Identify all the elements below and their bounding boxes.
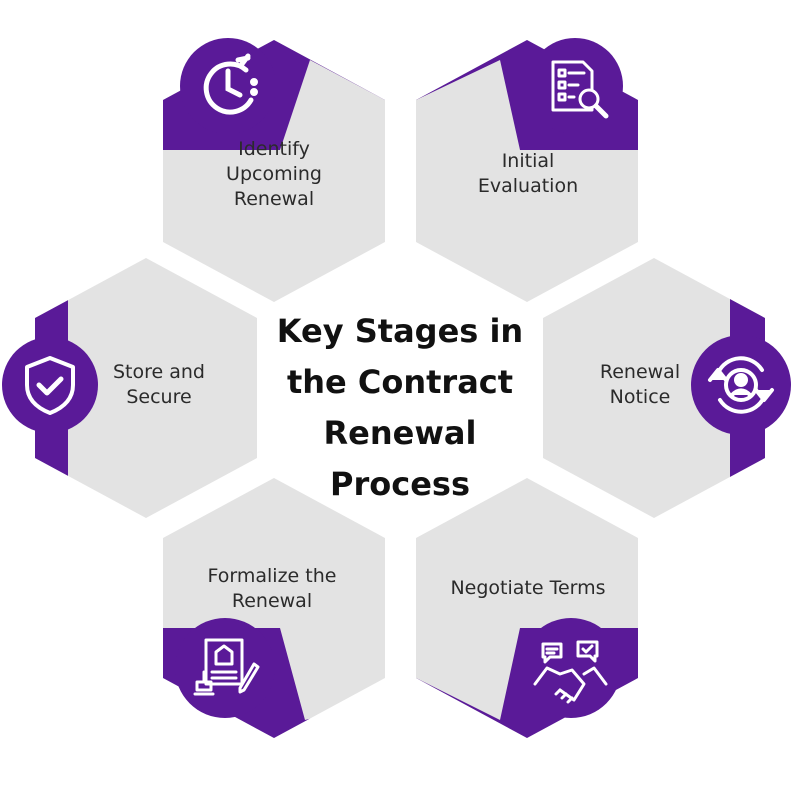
stage-label-line: Renewal <box>233 188 315 210</box>
stage-label-line: Formalize the <box>207 565 337 587</box>
stage-label-line: Renewal <box>599 361 681 383</box>
icon-badge-formalize <box>175 618 275 718</box>
stage-formalize <box>163 478 385 738</box>
hexagon-notice <box>543 258 765 518</box>
stage-label-line: Initial <box>501 150 555 172</box>
icon-badge-store <box>2 337 98 433</box>
title-line: the Contract <box>286 363 514 401</box>
title-line: Key Stages in <box>276 312 524 350</box>
stage-label-line: Store and <box>112 361 205 383</box>
stage-label-line: Renewal <box>231 590 313 612</box>
stage-label-notice: Renewal Notice <box>545 360 735 410</box>
stage-label-identify: Identify Upcoming Renewal <box>179 137 369 212</box>
hexagon-accent-notice <box>730 258 765 518</box>
hexagon-store <box>35 258 257 518</box>
stage-label-line: Notice <box>609 386 671 408</box>
diagram-title: Key Stages in the Contract Renewal Proce… <box>250 306 550 510</box>
stage-store <box>2 258 257 518</box>
stage-label-line: Secure <box>126 386 192 408</box>
hexagon-accent-store <box>35 258 68 518</box>
icon-badge-negotiate <box>521 618 621 718</box>
stage-notice <box>543 258 791 518</box>
title-line: Renewal <box>323 414 477 452</box>
stage-label-line: Upcoming <box>226 163 322 185</box>
title-line: Process <box>330 465 470 503</box>
stage-label-line: Identify <box>238 138 310 160</box>
stage-label-evaluation: Initial Evaluation <box>433 149 623 199</box>
clock-icon <box>203 53 258 115</box>
stage-label-line: Evaluation <box>477 175 579 197</box>
stage-evaluation <box>416 38 638 302</box>
stage-label-negotiate: Negotiate Terms <box>418 576 638 601</box>
stage-negotiate <box>416 478 638 738</box>
user-cycle-icon <box>708 356 774 414</box>
stage-label-line: Negotiate Terms <box>450 577 606 599</box>
shield-check-icon <box>25 356 75 415</box>
stage-label-store: Store and Secure <box>64 360 254 410</box>
checklist-search-icon <box>551 60 609 119</box>
document-stamp-icon <box>193 638 260 696</box>
stage-label-formalize: Formalize the Renewal <box>172 564 372 614</box>
handshake-chat-icon <box>533 640 608 704</box>
